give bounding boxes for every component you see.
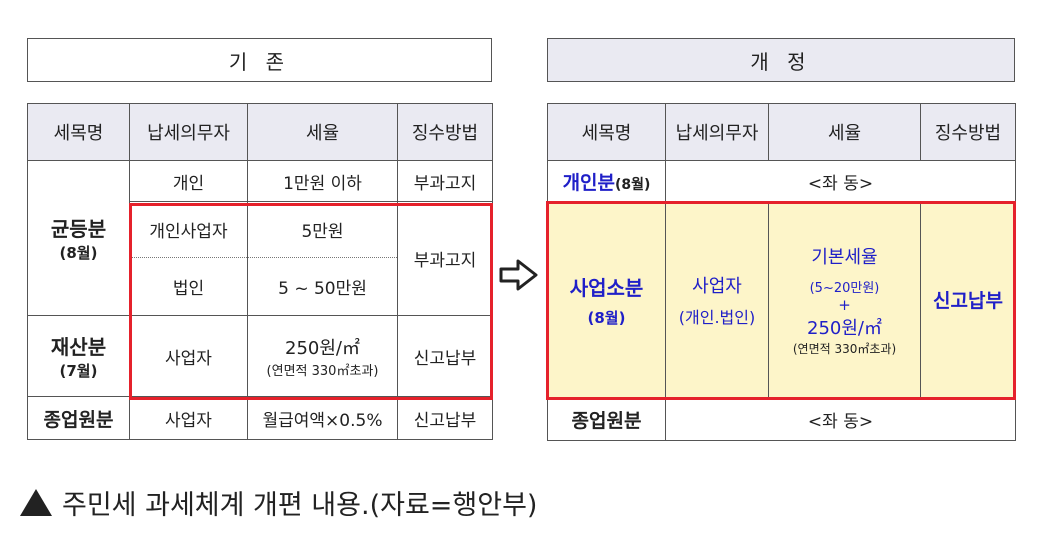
header-tax-item: 세목명 [547,103,666,161]
individual-name: 개인분 [562,171,616,194]
header-rate: 세율 [768,103,921,161]
jaesan-rate-cell: 250원/㎡ (연면적 330㎡초과) [247,315,398,397]
right-title: 개 정 [547,38,1015,82]
jaesan-cell: 재산분 (7월) [27,315,130,397]
business-payer-cell: 사업자 (개인.법인) [665,201,769,398]
business-rate-range: (5~20만원) [809,280,880,296]
business-name: 사업소분 [569,275,644,300]
business-method: 부과고지 [397,201,493,316]
before-table: 세목명 납세의무자 세율 징수방법 균등분 (8월) 개인 1만원 이하 부과고… [27,103,493,440]
jongeop-name: 종업원분 [27,396,130,440]
header-method: 징수방법 [397,103,493,161]
individual-cell: 개인분(8월) [547,160,666,202]
jaesan-name: 재산분 [50,335,107,359]
left-title: 기 존 [27,38,492,82]
business-payer-note: (개인.법인) [678,307,756,327]
jongeop-rate: 월급여액×0.5% [247,396,398,440]
corporation-rate: 5 ~ 50만원 [247,257,398,316]
gyundeung-period: (8월) [59,244,98,262]
business-cell: 사업소분 (8월) [547,201,666,398]
jongeop-method: 신고납부 [397,396,493,440]
gyundeung-cell: 균등분 (8월) [27,160,130,316]
header-rate: 세율 [247,103,398,161]
business-rate-plus: + [838,295,851,314]
business-payer: 사업자 [692,275,742,297]
jaesan-method: 신고납부 [397,315,493,397]
jongeop-payer: 사업자 [129,396,248,440]
business-rate-cell: 기본세율 (5~20만원) + 250원/㎡ (연면적 330㎡초과) [768,201,921,398]
jaesan-rate-note: (연면적 330㎡초과) [266,363,379,379]
header-taxpayer: 납세의무자 [129,103,248,161]
gyundeung-name: 균등분 [50,217,107,241]
individual-method: 부과고지 [397,160,493,202]
business-rate-note: (연면적 330㎡초과) [792,341,897,356]
jaesan-period: (7월) [59,362,98,380]
business-individual-payer: 개인사업자 [129,201,248,258]
individual-period: (8월) [615,176,651,193]
business-rate-title: 기본세율 [811,246,878,268]
jaesan-rate: 250원/㎡ [285,337,360,359]
jaesan-payer: 사업자 [129,315,248,397]
individual-payer: 개인 [129,160,248,202]
business-individual-rate: 5만원 [247,201,398,258]
jongeop-same: <좌 동> [665,397,1016,441]
caption-text: 주민세 과세체계 개편 내용.(자료=행안부) [62,490,538,521]
header-taxpayer: 납세의무자 [665,103,769,161]
business-rate: 250원/㎡ [807,317,882,339]
caption: 주민세 과세체계 개편 내용.(자료=행안부) [20,483,537,522]
individual-same: <좌 동> [665,160,1016,202]
individual-rate: 1만원 이하 [247,160,398,202]
business-method: 신고납부 [920,201,1016,398]
triangle-icon [20,489,52,516]
corporation-payer: 법인 [129,257,248,316]
header-tax-item: 세목명 [27,103,130,161]
right-arrow-icon [499,259,538,291]
jongeop-name: 종업원분 [547,397,666,441]
business-period: (8월) [587,308,626,327]
after-table: 세목명 납세의무자 세율 징수방법 개인분(8월) <좌 동> 사업소분 (8월… [547,103,1016,441]
header-method: 징수방법 [920,103,1016,161]
